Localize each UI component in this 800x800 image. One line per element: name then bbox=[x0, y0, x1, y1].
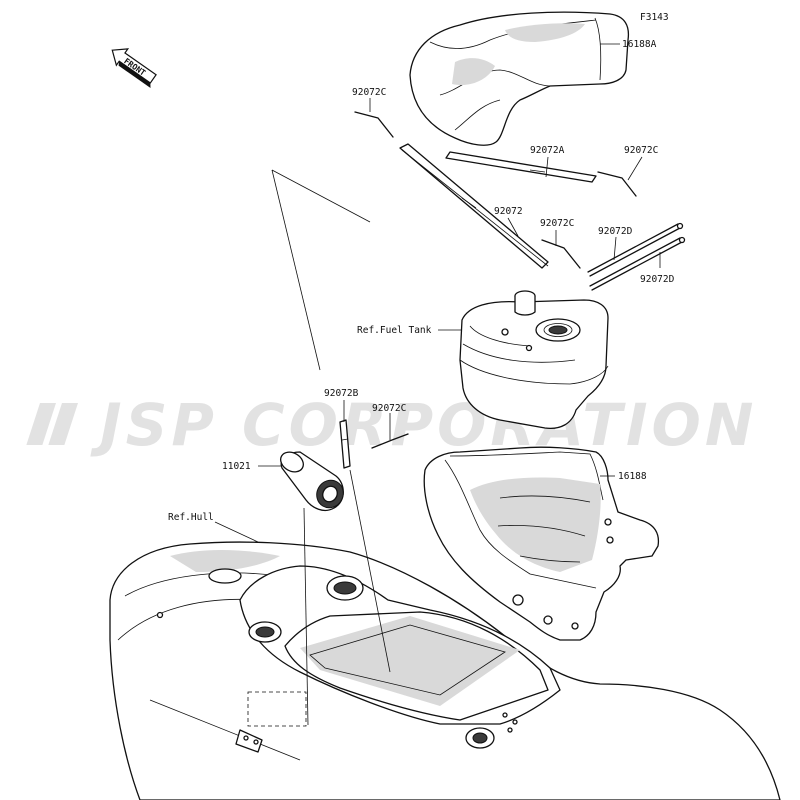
tie-92072C-d bbox=[371, 433, 409, 449]
tie-92072C-b bbox=[597, 171, 637, 197]
front-arrow-icon: FRONT bbox=[111, 48, 157, 88]
tie-92072C-a bbox=[354, 111, 394, 138]
label-92072C: 92072C bbox=[352, 87, 386, 98]
reference-line bbox=[271, 169, 371, 223]
label-92072C: 92072C bbox=[624, 145, 658, 156]
filter-11021-part bbox=[280, 451, 344, 512]
label-92072D: 92072D bbox=[640, 274, 675, 285]
tie-92072D-b bbox=[589, 236, 686, 291]
watermark-text: JSP CORPORATION bbox=[90, 391, 757, 459]
label-92072B: 92072B bbox=[324, 388, 359, 399]
label-92072A: 92072A bbox=[530, 145, 565, 156]
label-92072D: 92072D bbox=[598, 226, 633, 237]
label-ref-fuel-tank: Ref.Fuel Tank bbox=[357, 325, 432, 336]
storage-tray-part bbox=[423, 446, 660, 641]
tie-92072C-c bbox=[541, 239, 581, 269]
label-ref-hull: Ref.Hull bbox=[168, 512, 214, 523]
figure-code: F3143 bbox=[640, 12, 669, 23]
reference-line bbox=[349, 469, 391, 673]
strap-92072 bbox=[399, 143, 549, 269]
reference-line bbox=[271, 169, 321, 371]
leader-line bbox=[627, 156, 643, 181]
leader-line bbox=[507, 217, 519, 237]
seat-cushion-part bbox=[409, 11, 630, 146]
label-11021: 11021 bbox=[222, 461, 251, 472]
leader-line bbox=[613, 236, 617, 261]
tie-92072D-a bbox=[587, 222, 684, 277]
hidden-outline bbox=[247, 691, 307, 727]
label-16188: 16188 bbox=[618, 471, 647, 482]
watermark: JSP CORPORATION bbox=[26, 391, 757, 459]
label-16188A: 16188A bbox=[622, 39, 657, 50]
leader-line bbox=[214, 521, 259, 543]
fuel-tank-part bbox=[459, 290, 609, 430]
label-92072: 92072 bbox=[494, 206, 523, 217]
reference-line bbox=[303, 507, 309, 726]
hull-part bbox=[109, 541, 781, 800]
strap-92072A bbox=[445, 151, 597, 183]
leader-line bbox=[545, 156, 549, 178]
label-92072C: 92072C bbox=[540, 218, 574, 229]
label-92072C: 92072C bbox=[372, 403, 406, 414]
